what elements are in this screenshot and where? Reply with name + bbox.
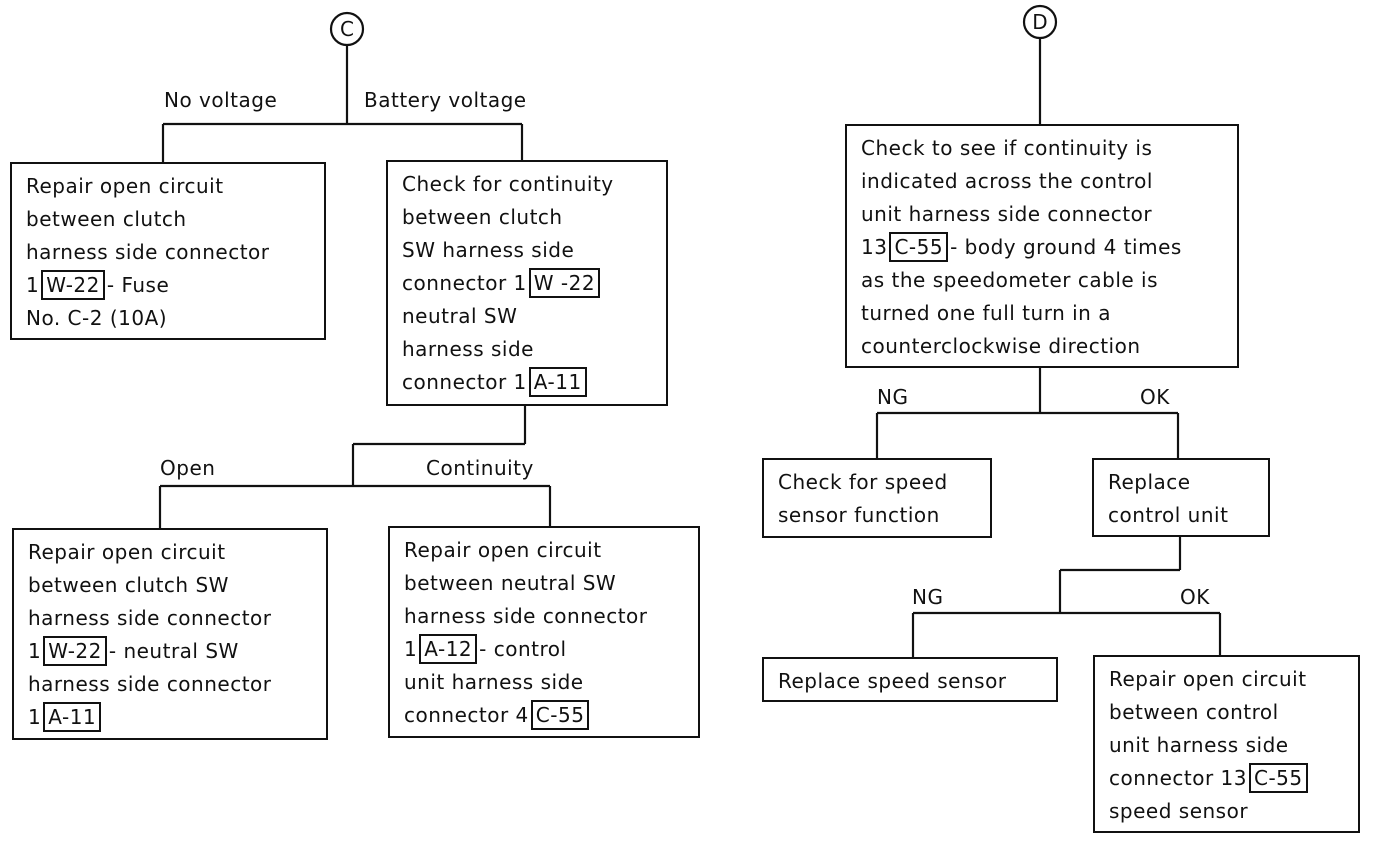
connector-tag: A-11 bbox=[43, 702, 102, 732]
label-open: Open bbox=[160, 456, 216, 480]
box-repair-fuse: Repair open circuit between clutch harne… bbox=[10, 162, 326, 340]
box-replace-speed-sensor: Replace speed sensor bbox=[762, 657, 1058, 702]
text-line: unit harness side connector bbox=[861, 202, 1153, 226]
text-post: - body ground 4 times bbox=[950, 235, 1182, 259]
text-pre: 1 bbox=[26, 273, 40, 297]
box-repair-control-sensor: Repair open circuit between control unit… bbox=[1093, 655, 1360, 833]
text-line: Repair open circuit bbox=[404, 538, 602, 562]
text-line: between clutch bbox=[402, 205, 563, 229]
connector-tag: A-12 bbox=[419, 634, 478, 664]
text-pre: 13 bbox=[861, 235, 888, 259]
text-line: harness side bbox=[402, 337, 534, 361]
text-line: sensor function bbox=[778, 503, 940, 527]
text-line: harness side connector bbox=[26, 240, 270, 264]
connector-tag: C-55 bbox=[889, 232, 949, 262]
text-pre: connector 13 bbox=[1109, 766, 1247, 790]
text-pre: 1 bbox=[404, 637, 418, 661]
text-line: unit harness side bbox=[1109, 733, 1289, 757]
text-line: Check to see if continuity is bbox=[861, 136, 1153, 160]
text-line: No. C-2 (10A) bbox=[26, 306, 168, 330]
box-repair-clutch-neutral: Repair open circuit between clutch SW ha… bbox=[12, 528, 328, 740]
text-post: - control bbox=[479, 637, 567, 661]
box-check-continuity: Check for continuity between clutch SW h… bbox=[386, 160, 668, 406]
box-check-speedometer: Check to see if continuity is indicated … bbox=[845, 124, 1239, 368]
text-line: as the speedometer cable is bbox=[861, 268, 1159, 292]
connector-tag: A-11 bbox=[528, 367, 587, 397]
label-ng-1: NG bbox=[877, 385, 909, 409]
text-line: Repair open circuit bbox=[26, 174, 224, 198]
box-replace-control-unit: Replace control unit bbox=[1092, 458, 1270, 537]
label-no-voltage: No voltage bbox=[164, 88, 278, 112]
text-line: harness side connector bbox=[404, 604, 648, 628]
text-pre: 1 bbox=[28, 639, 42, 663]
label-continuity: Continuity bbox=[426, 456, 534, 480]
text-line: counterclockwise direction bbox=[861, 334, 1141, 358]
text-line: Replace bbox=[1108, 470, 1191, 494]
connector-d-label: D bbox=[1032, 10, 1048, 34]
text-post: - neutral SW bbox=[108, 639, 239, 663]
label-ok-2: OK bbox=[1180, 585, 1210, 609]
text-line: harness side connector bbox=[28, 672, 272, 696]
text-line: between clutch bbox=[26, 207, 187, 231]
text-line: turned one full turn in a bbox=[861, 301, 1111, 325]
text-line: control unit bbox=[1108, 503, 1229, 527]
text-line: Replace speed sensor bbox=[778, 669, 1007, 693]
text-pre: connector 4 bbox=[404, 703, 529, 727]
text-post: - Fuse bbox=[106, 273, 170, 297]
text-line: Repair open circuit bbox=[28, 540, 226, 564]
text-line: SW harness side bbox=[402, 238, 575, 262]
connector-tag: W-22 bbox=[43, 636, 107, 666]
text-line: between neutral SW bbox=[404, 571, 617, 595]
text-pre: 1 bbox=[28, 705, 42, 729]
box-check-speed-sensor: Check for speed sensor function bbox=[762, 458, 992, 538]
text-line: harness side connector bbox=[28, 606, 272, 630]
text-line: neutral SW bbox=[402, 304, 518, 328]
box-repair-neutral-control: Repair open circuit between neutral SW h… bbox=[388, 526, 700, 738]
connector-tag: C-55 bbox=[1249, 763, 1308, 793]
label-ng-2: NG bbox=[912, 585, 944, 609]
text-pre: connector 1 bbox=[402, 370, 527, 394]
label-battery-voltage: Battery voltage bbox=[364, 88, 527, 112]
text-pre: connector 1 bbox=[402, 271, 527, 295]
text-line: Check for speed bbox=[778, 470, 948, 494]
text-line: speed sensor bbox=[1109, 799, 1249, 823]
text-line: unit harness side bbox=[404, 670, 584, 694]
text-line: between clutch SW bbox=[28, 573, 229, 597]
text-line: Repair open circuit bbox=[1109, 667, 1307, 691]
connector-tag: W-22 bbox=[41, 270, 105, 300]
text-line: between control bbox=[1109, 700, 1279, 724]
label-ok-1: OK bbox=[1140, 385, 1170, 409]
connector-tag: C-55 bbox=[530, 700, 590, 730]
connector-c-label: C bbox=[340, 17, 354, 41]
connector-tag: W -22 bbox=[528, 268, 601, 298]
text-line: indicated across the control bbox=[861, 169, 1153, 193]
text-line: Check for continuity bbox=[402, 172, 614, 196]
